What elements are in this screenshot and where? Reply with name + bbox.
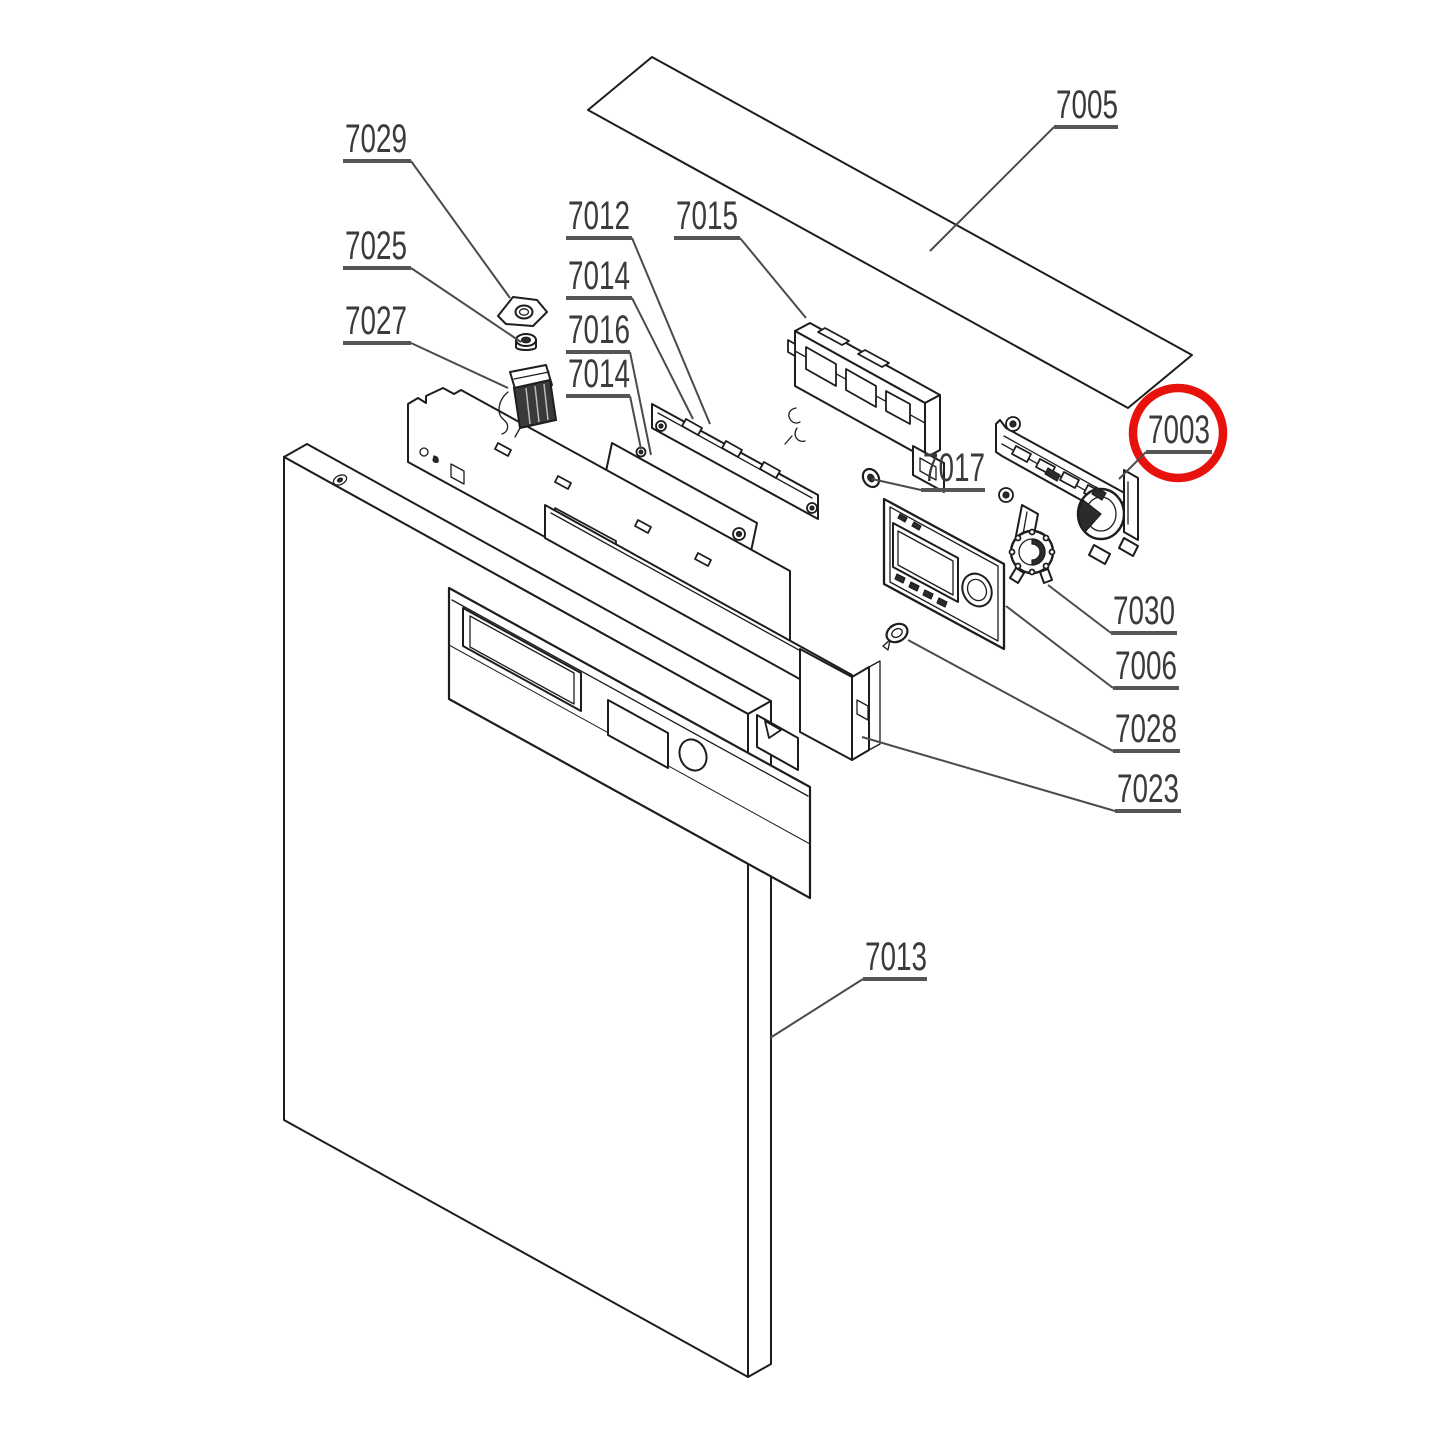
part-number-text: 7012 <box>568 194 630 238</box>
leader-line <box>410 160 511 299</box>
highlighted-part-circle <box>1128 383 1228 483</box>
part-7015-control-housing <box>787 322 945 493</box>
leader-line <box>1047 584 1112 634</box>
part-label-7025-2: 7025 <box>343 224 522 343</box>
part-label-7023-14: 7023 <box>861 736 1181 813</box>
part-label-7028-13: 7028 <box>907 639 1180 753</box>
part-label-7015-5: 7015 <box>674 194 807 319</box>
leader-line <box>871 478 922 491</box>
part-label-7005-0: 7005 <box>929 83 1118 252</box>
leader-line <box>631 237 711 425</box>
part-label-7003-10: 7003 <box>1118 408 1212 480</box>
leader-line <box>410 267 522 343</box>
part-number-text: 7025 <box>345 224 407 268</box>
part-7030-rotary-encoder <box>1008 528 1056 584</box>
part-number-text: 7029 <box>345 117 407 161</box>
part-number-text: 7028 <box>1115 707 1177 751</box>
part-7029-bracket <box>497 296 548 327</box>
part-7013-outer-door-panel <box>283 443 772 1378</box>
part-number-text: 7016 <box>568 308 630 352</box>
part-7006-display-fascia <box>882 497 1006 651</box>
part-number-text: 7005 <box>1056 83 1118 127</box>
part-label-7016-7: 7016 <box>566 308 652 456</box>
part-7025-nut <box>515 333 537 351</box>
leader-line <box>929 126 1055 252</box>
part-number-text: 7014 <box>568 254 630 298</box>
part-number-text: 7017 <box>923 446 985 490</box>
part-number-text: 7013 <box>865 935 927 979</box>
part-label-7014-6: 7014 <box>566 254 694 420</box>
leader-line <box>631 297 694 420</box>
part-7023-control-fascia <box>447 586 812 900</box>
part-number-text: 7003 <box>1148 408 1210 452</box>
part-label-7029-1: 7029 <box>343 117 511 299</box>
part-label-7014-8: 7014 <box>566 352 642 450</box>
part-number-text: 7006 <box>1115 644 1177 688</box>
part-number-text: 7015 <box>676 194 738 238</box>
leader-line <box>629 351 652 456</box>
leader-line <box>907 639 1114 752</box>
leader-line <box>739 237 807 319</box>
part-7005-top-trim-strip <box>587 56 1193 409</box>
part-spring-clip <box>784 407 806 445</box>
leader-line <box>1005 605 1114 689</box>
leader-line <box>1118 451 1147 480</box>
part-label-7006-12: 7006 <box>1005 605 1179 690</box>
part-number-text: 7023 <box>1117 767 1179 811</box>
part-number-text: 7014 <box>568 352 630 396</box>
leader-line <box>861 736 1116 812</box>
highlight-circle <box>1128 383 1228 483</box>
part-number-text: 7030 <box>1113 589 1175 633</box>
part-7017-grommet <box>861 467 881 489</box>
part-7028-fastener <box>882 622 909 651</box>
part-label-7012-4: 7012 <box>566 194 711 425</box>
part-7027-solenoid <box>498 364 558 438</box>
leader-line <box>629 395 642 450</box>
part-label-7013-15: 7013 <box>769 935 927 1039</box>
leader-line <box>769 978 864 1039</box>
part-label-7017-9: 7017 <box>871 446 985 492</box>
part-number-text: 7027 <box>345 299 407 343</box>
part-label-7030-11: 7030 <box>1047 584 1177 635</box>
part-label-7027-3: 7027 <box>343 299 509 389</box>
part-7023-end-bracket <box>799 648 881 761</box>
leader-line <box>410 342 509 389</box>
part-7012-button-trim-strip <box>651 403 819 520</box>
